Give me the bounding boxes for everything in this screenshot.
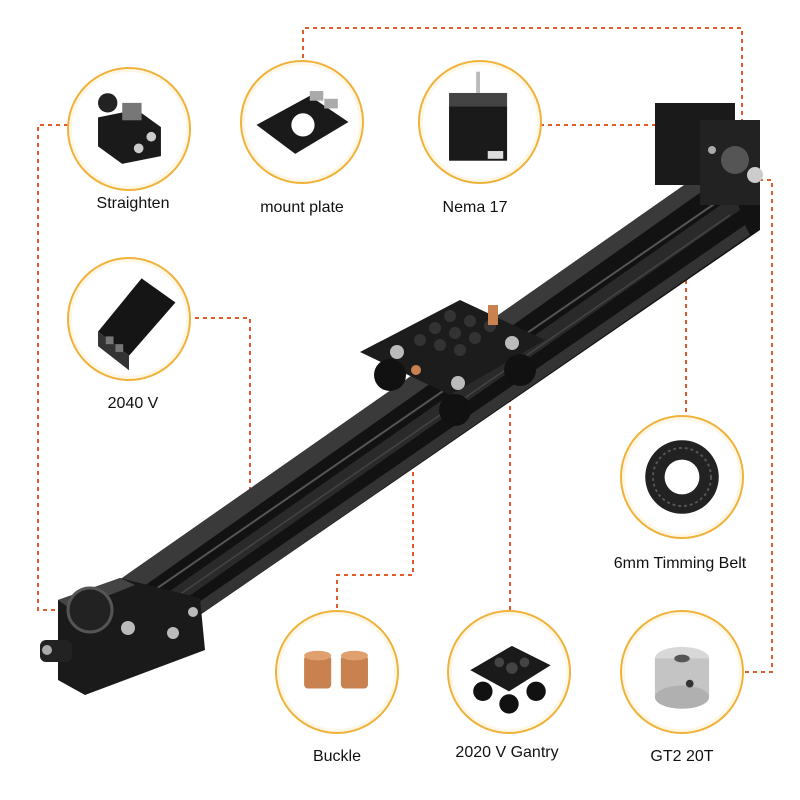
stepper-motor-icon	[449, 71, 508, 161]
gt2-pulley-icon	[654, 646, 710, 709]
rail-extrusion	[62, 160, 760, 670]
leader-mount-plate	[302, 27, 743, 140]
label-nema17: Nema 17	[442, 199, 508, 216]
callout-buckle	[275, 610, 399, 734]
straighten-icon	[98, 93, 161, 164]
gantry-on-rail	[360, 300, 545, 426]
callout-gantry	[447, 610, 571, 734]
leader-pulley	[745, 179, 773, 673]
label-straighten: Straighten	[96, 195, 170, 212]
mount-plate-icon	[256, 91, 349, 154]
end-plate-left	[40, 578, 205, 695]
label-timing-belt: 6mm Timming Belt	[613, 555, 747, 572]
callout-2040v	[67, 257, 191, 381]
leader-gantry	[482, 384, 511, 610]
callout-straighten	[67, 67, 191, 191]
callout-mount-plate	[240, 60, 364, 184]
leader-buckle	[336, 372, 414, 608]
motor-end-right	[655, 103, 763, 205]
copper-buckle-icon	[304, 650, 368, 689]
label-2040v: 2040 V	[107, 395, 159, 412]
timing-belt-icon	[645, 440, 719, 514]
gantry-plate-icon	[470, 645, 551, 714]
label-gantry: 2020 V Gantry	[455, 744, 559, 761]
leader-straighten	[37, 124, 68, 611]
leader-2040v	[195, 317, 251, 518]
callout-timing-belt	[620, 415, 744, 539]
extrusion-profile-icon	[98, 278, 176, 371]
label-buckle: Buckle	[312, 748, 362, 765]
callout-pulley	[620, 610, 744, 734]
callout-nema17	[418, 60, 542, 184]
label-pulley: GT2 20T	[650, 748, 714, 765]
label-mount-plate: mount plate	[260, 199, 344, 216]
